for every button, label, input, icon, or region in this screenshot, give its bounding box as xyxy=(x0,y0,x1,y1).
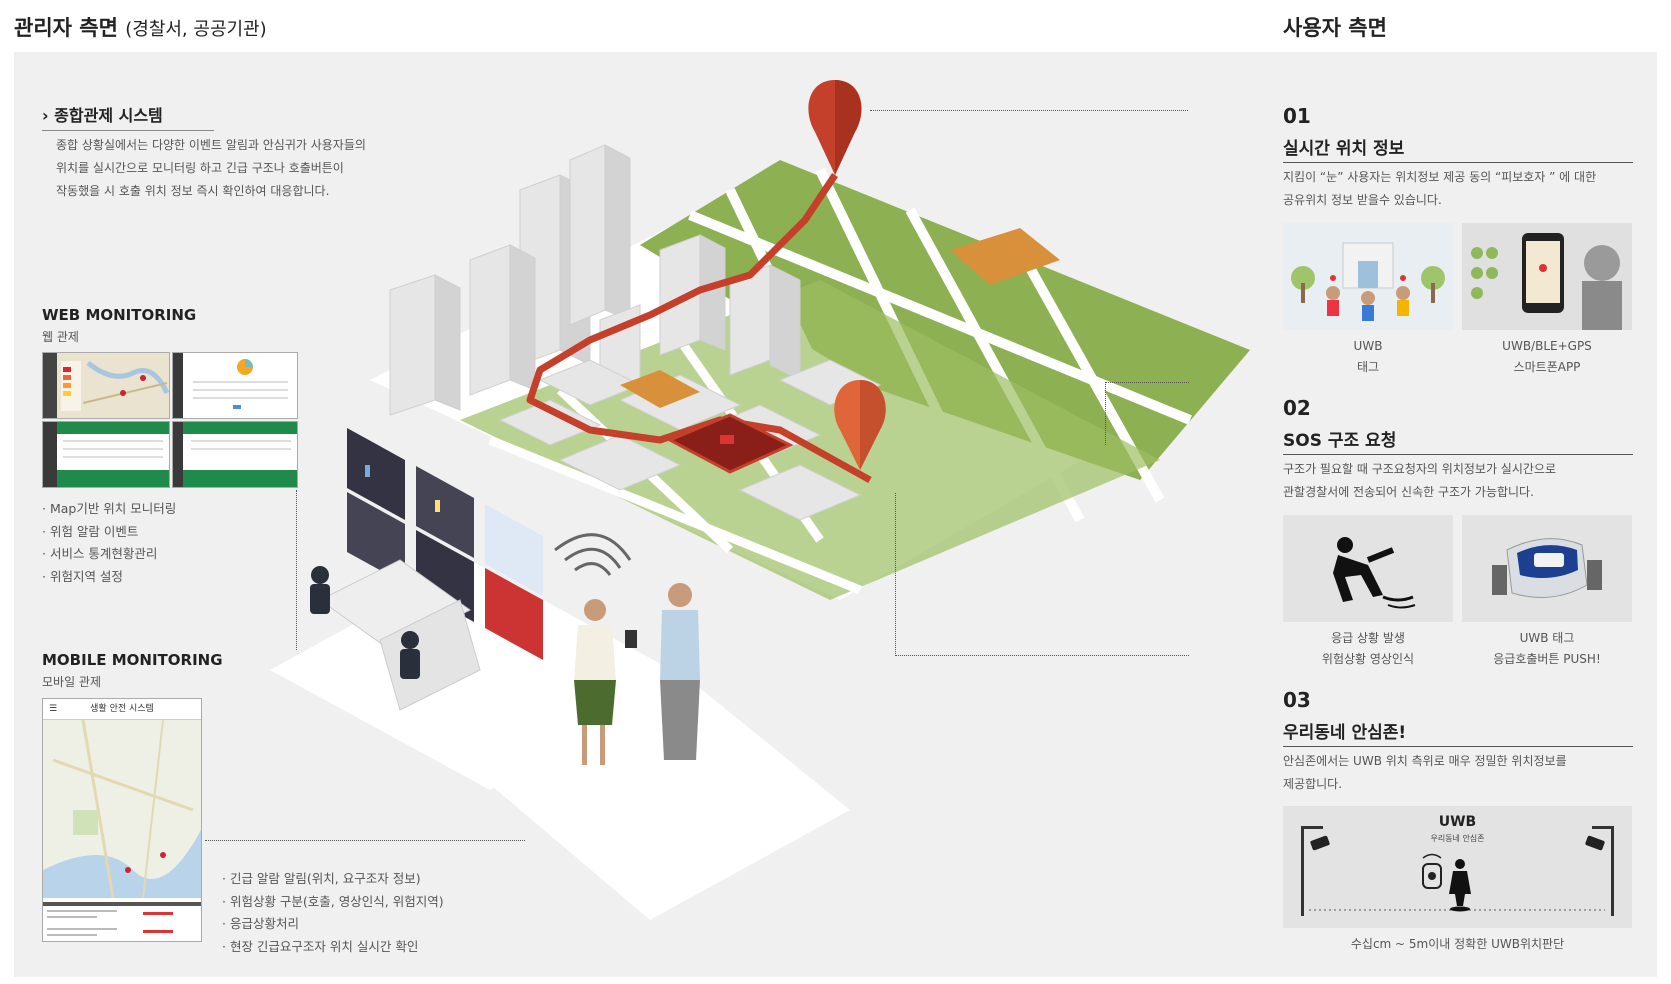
admin-subtitle: (경찰서, 공공기관) xyxy=(125,19,267,40)
integrated-title-text: 종합관제 시스템 xyxy=(54,106,163,125)
cctv-camera-icon-left xyxy=(1310,835,1330,851)
caption-uwb-push: UWB 태그 응급호출버튼 PUSH! xyxy=(1462,628,1632,670)
section-03-line: 제공합니다. xyxy=(1283,777,1343,791)
web-bullet: 위험지역 설정 xyxy=(42,566,176,589)
uwb-tag-kids-illustration xyxy=(1283,223,1453,330)
caption-line: 태그 xyxy=(1356,360,1380,374)
section-01-title: 실시간 위치 정보 xyxy=(1283,139,1405,159)
mobile-bullet: 긴급 알람 알림(위치, 요구조자 정보) xyxy=(222,868,444,891)
section-02-line: 구조가 필요할 때 구조요청자의 위치정보가 실시간으로 xyxy=(1283,462,1556,476)
integrated-line: 위치를 실시간으로 모니터링 하고 긴급 구조나 호출버튼이 xyxy=(56,161,344,175)
smartphone-app-illustration xyxy=(1462,223,1632,330)
safe-zone-diagram: UWB 우리동네 안심존 xyxy=(1283,806,1632,928)
chevron-right-icon: › xyxy=(42,106,49,125)
web-screenshot-dashboard xyxy=(172,352,298,419)
caption-line: 스마트폰APP xyxy=(1513,360,1581,374)
mobile-screenshot: ☰ 생활 안전 시스템 xyxy=(42,698,202,942)
integrated-line: 종합 상황실에서는 다양한 이벤트 알림과 안심귀가 사용자들의 xyxy=(56,138,366,152)
web-screenshot-map xyxy=(42,352,170,419)
admin-header: 관리자 측면 (경찰서, 공공기관) xyxy=(14,12,267,42)
monitor-wall xyxy=(347,428,543,660)
menu-icon: ☰ xyxy=(49,704,58,714)
section-03-number: 03 xyxy=(1283,688,1311,712)
uwb-tag-signal-icon xyxy=(1422,853,1442,889)
mobile-app-header: ☰ 생활 안전 시스템 xyxy=(43,699,201,720)
mobile-bullet: 응급상황처리 xyxy=(222,913,444,936)
person-man xyxy=(660,583,700,760)
caption-uwb-tag: UWB 태그 xyxy=(1283,336,1453,378)
safe-zone-graphics xyxy=(1301,826,1614,916)
wifi-icon xyxy=(554,533,632,576)
section-01-number: 01 xyxy=(1283,104,1311,128)
location-pin-bottom xyxy=(834,380,886,470)
section-02-number: 02 xyxy=(1283,396,1311,420)
section-02-rule xyxy=(1283,454,1633,455)
section-02-title: SOS 구조 요청 xyxy=(1283,431,1397,451)
section-01-rule xyxy=(1283,162,1633,163)
cctv-camera-icon-right xyxy=(1585,835,1605,851)
caption-smartphone-app: UWB/BLE+GPS 스마트폰APP xyxy=(1462,336,1632,378)
mobile-monitoring-title: MOBILE MONITORING xyxy=(42,651,223,669)
connector-02 xyxy=(1105,382,1189,445)
caption-line: 위험상황 영상인식 xyxy=(1321,652,1415,666)
section-03-desc: 안심존에서는 UWB 위치 측위로 매우 정밀한 위치정보를 제공합니다. xyxy=(1283,750,1643,796)
user-header: 사용자 측면 xyxy=(1283,16,1387,40)
mobile-map xyxy=(43,719,201,899)
caption-line: UWB/BLE+GPS xyxy=(1502,339,1592,353)
location-pin-top xyxy=(808,80,862,175)
connector-01 xyxy=(870,110,1188,111)
mobile-bullets: 긴급 알람 알림(위치, 요구조자 정보) 위험상황 구분(호출, 영상인식, … xyxy=(222,868,444,958)
web-monitoring-title: WEB MONITORING xyxy=(42,306,197,324)
orange-block xyxy=(950,228,1060,285)
person-woman xyxy=(574,599,637,765)
web-bullets: Map기반 위치 모니터링 위험 알람 이벤트 서비스 통계현황관리 위험지역 … xyxy=(42,498,176,588)
connector-mobile xyxy=(205,840,525,841)
mobile-alert-list xyxy=(43,902,201,941)
section-03-line: 안심존에서는 UWB 위치 측위로 매우 정밀한 위치정보를 xyxy=(1283,754,1567,768)
falling-person-icon xyxy=(1283,515,1453,622)
section-02-line: 관할경찰서에 전송되어 신속한 구조가 가능합니다. xyxy=(1283,485,1534,499)
web-bullet: Map기반 위치 모니터링 xyxy=(42,498,176,521)
mobile-bullet: 위험상황 구분(호출, 영상인식, 위험지역) xyxy=(222,891,444,914)
isometric-city-illustration xyxy=(270,80,1250,920)
web-screenshot-stats xyxy=(172,421,298,488)
section-01-line: 공유위치 정보 받을수 있습니다. xyxy=(1283,193,1442,207)
connector-03 xyxy=(895,493,1189,656)
section-02-desc: 구조가 필요할 때 구조요청자의 위치정보가 실시간으로 관할경찰서에 전송되어… xyxy=(1283,458,1643,504)
section-01-line: 지킴이 “눈” 사용자는 위치정보 제공 동의 “피보호자 ” 에 대한 xyxy=(1283,170,1597,184)
web-bullet: 위험 알람 이벤트 xyxy=(42,521,176,544)
mobile-monitoring-subtitle: 모바일 관제 xyxy=(42,675,102,689)
caption-line: UWB xyxy=(1353,339,1383,353)
section-03-rule xyxy=(1283,746,1633,747)
integrated-line: 작동했을 시 호출 위치 정보 즉시 확인하여 대응합니다. xyxy=(56,184,330,198)
admin-title: 관리자 측면 xyxy=(14,16,118,40)
section-03-title: 우리동네 안심존! xyxy=(1283,723,1407,743)
caption-line: 응급 상황 발생 xyxy=(1331,631,1405,645)
web-screenshot-table xyxy=(42,421,170,488)
uwb-label: UWB xyxy=(1438,814,1477,830)
people-floor xyxy=(485,680,850,920)
person-icon xyxy=(1449,859,1471,912)
section-01-desc: 지킴이 “눈” 사용자는 위치정보 제공 동의 “피보호자 ” 에 대한 공유위… xyxy=(1283,166,1643,212)
caption-line: 응급호출버튼 PUSH! xyxy=(1493,652,1601,666)
web-monitoring-subtitle: 웹 관제 xyxy=(42,330,79,344)
caption-line: UWB 태그 xyxy=(1519,631,1575,645)
integrated-desc: 종합 상황실에서는 다양한 이벤트 알림과 안심귀가 사용자들의 위치를 실시간… xyxy=(56,134,396,203)
caption-uwb-accuracy: 수십cm ~ 5m이내 정확한 UWB위치판단 xyxy=(1350,937,1565,951)
mobile-bullet: 현장 긴급요구조자 위치 실시간 확인 xyxy=(222,936,444,959)
integrated-title: › 종합관제 시스템 xyxy=(42,102,214,131)
web-bullet: 서비스 통계현황관리 xyxy=(42,543,176,566)
connector-web xyxy=(296,490,297,650)
uwb-tag-device-icon xyxy=(1462,515,1632,622)
uwb-sublabel: 우리동네 안심존 xyxy=(1430,834,1485,843)
caption-emergency: 응급 상황 발생 위험상황 영상인식 xyxy=(1283,628,1453,670)
mobile-app-title: 생활 안전 시스템 xyxy=(90,704,154,714)
